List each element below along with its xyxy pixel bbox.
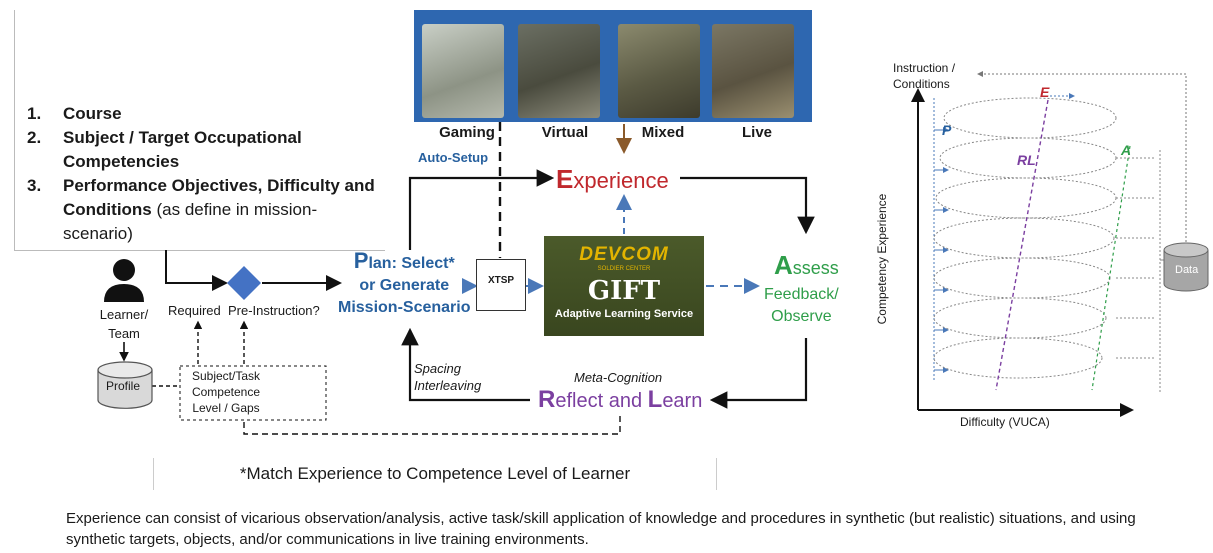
spiral-label-a: A bbox=[1121, 142, 1132, 158]
devcom-logo: DEVCOM bbox=[579, 244, 669, 265]
auto-setup-label: Auto-Setup bbox=[418, 150, 489, 165]
list-item: 3.Performance Objectives, Difficulty and… bbox=[27, 176, 375, 243]
data-label: Data bbox=[1175, 264, 1199, 276]
learner-team-label: Learner/ Team bbox=[99, 307, 149, 341]
spiral-label-p: P bbox=[942, 122, 952, 138]
difficulty-axis-label: Difficulty (VUCA) bbox=[960, 415, 1050, 429]
gaming-label: Gaming bbox=[439, 124, 495, 141]
competency-experience-axis-label: Competency Experience bbox=[875, 193, 889, 325]
required-label: Required bbox=[168, 303, 221, 318]
caption: Experience can consist of vicarious obse… bbox=[66, 510, 1136, 548]
match-note: *Match Experience to Competence Level of… bbox=[153, 458, 717, 490]
reflect-learn-node: Reflect and Learn bbox=[538, 386, 703, 413]
plan-node: Plan: Select* or Generate Mission-Scenar… bbox=[338, 248, 471, 317]
instruction-conditions-label: Instruction / Conditions bbox=[893, 61, 956, 91]
assess-node: Assess bbox=[774, 250, 839, 280]
gift-subtitle: Adaptive Learning Service bbox=[554, 308, 694, 320]
profile-label: Profile bbox=[106, 379, 141, 393]
list-item: 1.Course bbox=[27, 104, 122, 123]
profile-database-icon bbox=[97, 361, 153, 409]
experience-node: Experience bbox=[556, 164, 669, 194]
spiral-label-e: E bbox=[1040, 84, 1050, 100]
gaming-photo bbox=[422, 24, 504, 118]
live-label: Live bbox=[741, 124, 772, 141]
spacing-label: Spacing Interleaving bbox=[414, 361, 482, 393]
virtual-label: Virtual bbox=[541, 124, 589, 141]
pre-instruction-label: Pre-Instruction? bbox=[228, 303, 320, 318]
spiral-diagram bbox=[911, 71, 1209, 417]
meta-cognition-label: Meta-Cognition bbox=[574, 370, 663, 385]
objectives-list: 1.Course 2.Subject / Target Occupational… bbox=[27, 102, 377, 246]
feedback-label: Feedback/ Observe bbox=[764, 286, 839, 325]
gift-panel: DEVCOM SOLDIER CENTER GIFT Adaptive Lear… bbox=[544, 236, 704, 336]
spiral-label-rl: RL bbox=[1017, 152, 1036, 168]
competence-gaps-label: Subject/Task Competence Level / Gaps bbox=[191, 369, 261, 415]
live-photo bbox=[712, 24, 794, 118]
mixed-label: Mixed bbox=[641, 124, 685, 141]
xtsp-document: XTSP bbox=[476, 259, 526, 311]
training-modes-photo-strip bbox=[414, 10, 812, 122]
mixed-photo bbox=[618, 24, 700, 118]
gift-title: GIFT bbox=[587, 276, 661, 306]
list-item: 2.Subject / Target Occupational Competen… bbox=[27, 128, 302, 171]
virtual-photo bbox=[518, 24, 600, 118]
objectives-list-box: 1.Course 2.Subject / Target Occupational… bbox=[14, 10, 385, 251]
